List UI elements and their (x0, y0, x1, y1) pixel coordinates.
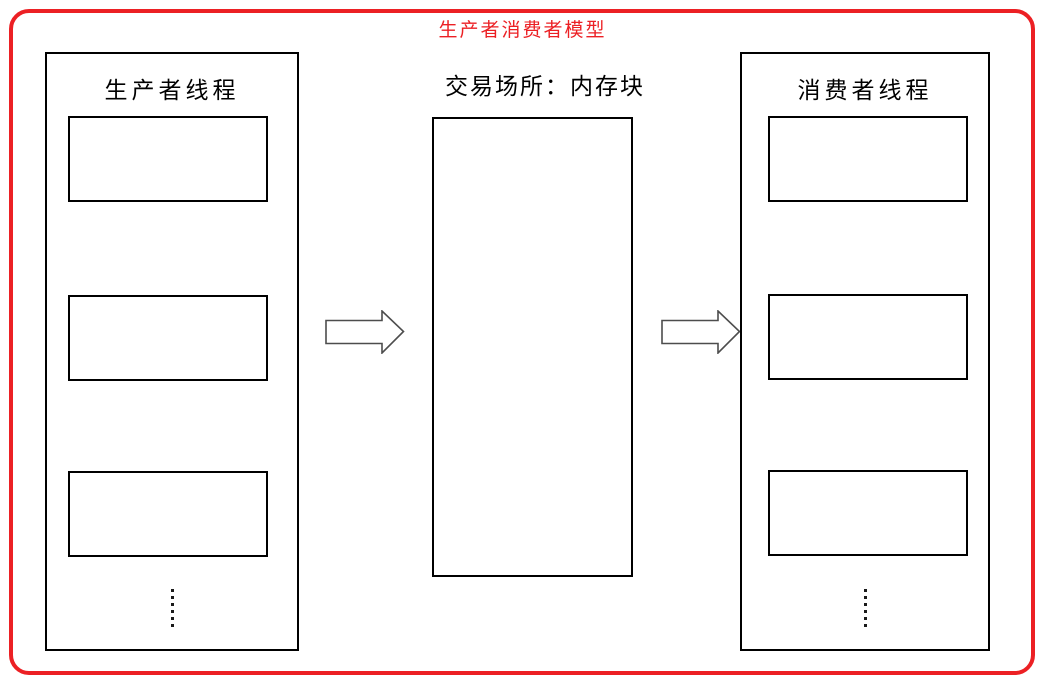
producer-slot (68, 116, 268, 202)
consumer-column-label: 消费者线程 (797, 78, 933, 104)
consumer-column: 消费者线程 (740, 52, 990, 651)
consumer-slot (768, 116, 968, 202)
buffer-label: 交易场所：内存块 (445, 74, 645, 100)
producer-column-label: 生产者线程 (104, 78, 240, 104)
arrow-producer-to-buffer (325, 310, 405, 354)
consumer-slot (768, 470, 968, 556)
consumer-slot (768, 294, 968, 380)
diagram-title: 生产者消费者模型 (438, 19, 607, 41)
producer-ellipsis-dots (170, 589, 174, 631)
memory-block-box (432, 117, 633, 577)
red-rounded-frame (9, 9, 1035, 675)
producer-slot (68, 471, 268, 557)
producer-slot (68, 295, 268, 381)
arrow-buffer-to-consumer (661, 310, 741, 354)
producer-column: 生产者线程 (45, 52, 299, 651)
consumer-ellipsis-dots (863, 589, 867, 631)
